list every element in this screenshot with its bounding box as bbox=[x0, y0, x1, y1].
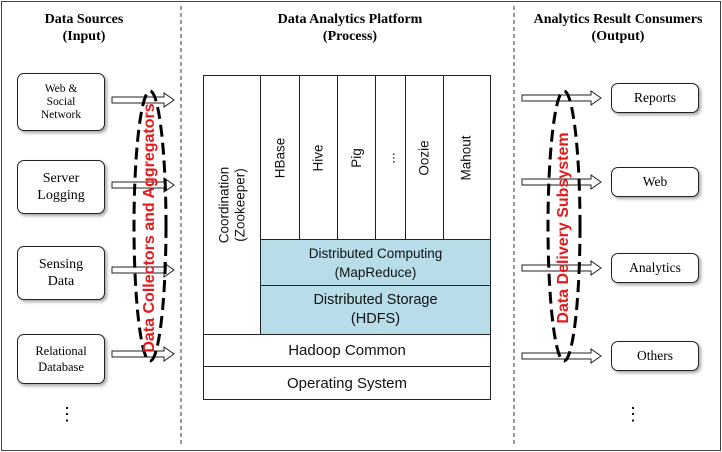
consumer-reports: Reports bbox=[611, 83, 699, 113]
consumer-others: Others bbox=[611, 341, 699, 371]
source-web-social-network: Web & Social Network bbox=[17, 73, 105, 131]
coordination-zookeeper-label: Coordination (Zookeeper) bbox=[216, 166, 247, 244]
distributed-storage-label: Distributed Storage (HDFS) bbox=[313, 292, 438, 327]
source-server-logging: Server Logging bbox=[17, 160, 105, 214]
distributed-computing-cell: Distributed Computing (MapReduce) bbox=[260, 239, 491, 286]
tool-label-3: ... bbox=[382, 151, 398, 164]
source-sensing-data: Sensing Data bbox=[17, 246, 105, 300]
distributed-computing-label: Distributed Computing (MapReduce) bbox=[308, 245, 443, 280]
tool-cell-3: ... bbox=[375, 75, 406, 240]
tool-label-5: Mahout bbox=[459, 134, 474, 181]
tool-cell-5: Mahout bbox=[443, 75, 491, 240]
source-relational-database: Relational Database bbox=[17, 334, 105, 384]
tool-label-4: Oozie bbox=[416, 139, 432, 176]
output-heading-subtitle: (Output) bbox=[591, 29, 645, 44]
consumer-analytics: Analytics bbox=[611, 253, 699, 283]
output-arrow-2 bbox=[521, 260, 602, 276]
input-arrow-3 bbox=[111, 346, 175, 362]
process-heading: Data Analytics Platform (Process) bbox=[200, 11, 500, 45]
output-heading: Analytics Result Consumers (Output) bbox=[519, 11, 717, 45]
sources-more-ellipsis: ⋮ bbox=[58, 404, 76, 424]
tool-label-2: Pig bbox=[348, 147, 364, 168]
collectors-label: Data Collectors and Aggregators bbox=[141, 103, 158, 353]
consumer-web: Web bbox=[611, 167, 699, 197]
output-heading-title: Analytics Result Consumers bbox=[533, 12, 703, 27]
input-heading: Data Sources (Input) bbox=[4, 11, 164, 45]
input-heading-title: Data Sources bbox=[44, 12, 124, 27]
output-arrow-0 bbox=[521, 90, 602, 106]
consumers-more-ellipsis: ⋮ bbox=[624, 404, 642, 424]
process-heading-subtitle: (Process) bbox=[322, 29, 378, 44]
distributed-storage-cell: Distributed Storage (HDFS) bbox=[260, 285, 491, 335]
operating-system-cell: Operating System bbox=[203, 366, 491, 400]
hadoop-common-label: Hadoop Common bbox=[288, 342, 406, 359]
tool-label-0: HBase bbox=[272, 137, 287, 178]
tool-cell-1: Hive bbox=[299, 75, 338, 240]
hadoop-common-cell: Hadoop Common bbox=[203, 334, 491, 367]
output-arrow-1 bbox=[521, 174, 602, 190]
tool-label-1: Hive bbox=[310, 143, 326, 172]
input-heading-subtitle: (Input) bbox=[62, 29, 106, 44]
collectors-dashed-ellipse bbox=[132, 89, 168, 363]
delivery-dashed-ellipse bbox=[546, 89, 582, 363]
coordination-zookeeper-cell: Coordination (Zookeeper) bbox=[203, 75, 261, 335]
process-heading-title: Data Analytics Platform bbox=[277, 12, 423, 27]
tool-cell-4: Oozie bbox=[405, 75, 444, 240]
tool-cell-0: HBase bbox=[260, 75, 300, 240]
output-arrow-3 bbox=[521, 348, 602, 364]
operating-system-label: Operating System bbox=[286, 374, 408, 392]
tool-cell-2: Pig bbox=[337, 75, 376, 240]
delivery-label: Data Delivery Subsystem bbox=[555, 132, 572, 324]
